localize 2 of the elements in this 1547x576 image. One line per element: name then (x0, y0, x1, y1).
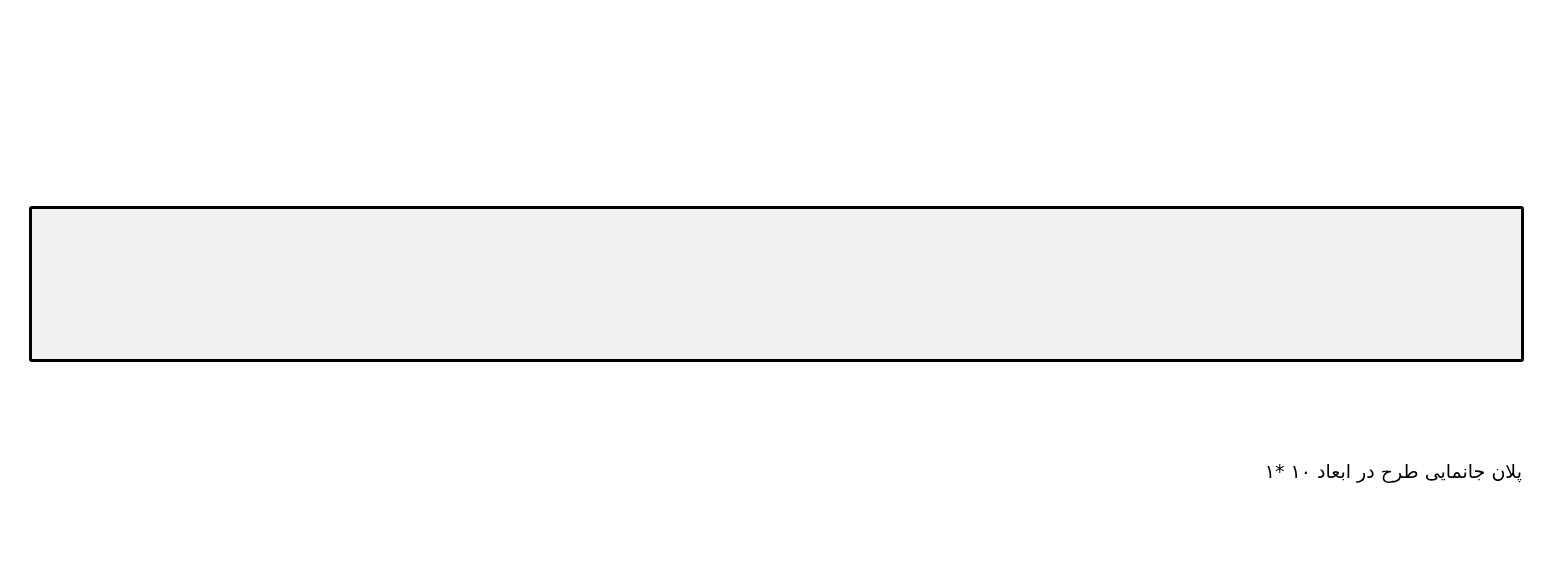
caption: پلان جانمایی طرح در ابعاد ۱۰ *۱ (1264, 460, 1522, 482)
plan-rectangle (29, 206, 1524, 362)
